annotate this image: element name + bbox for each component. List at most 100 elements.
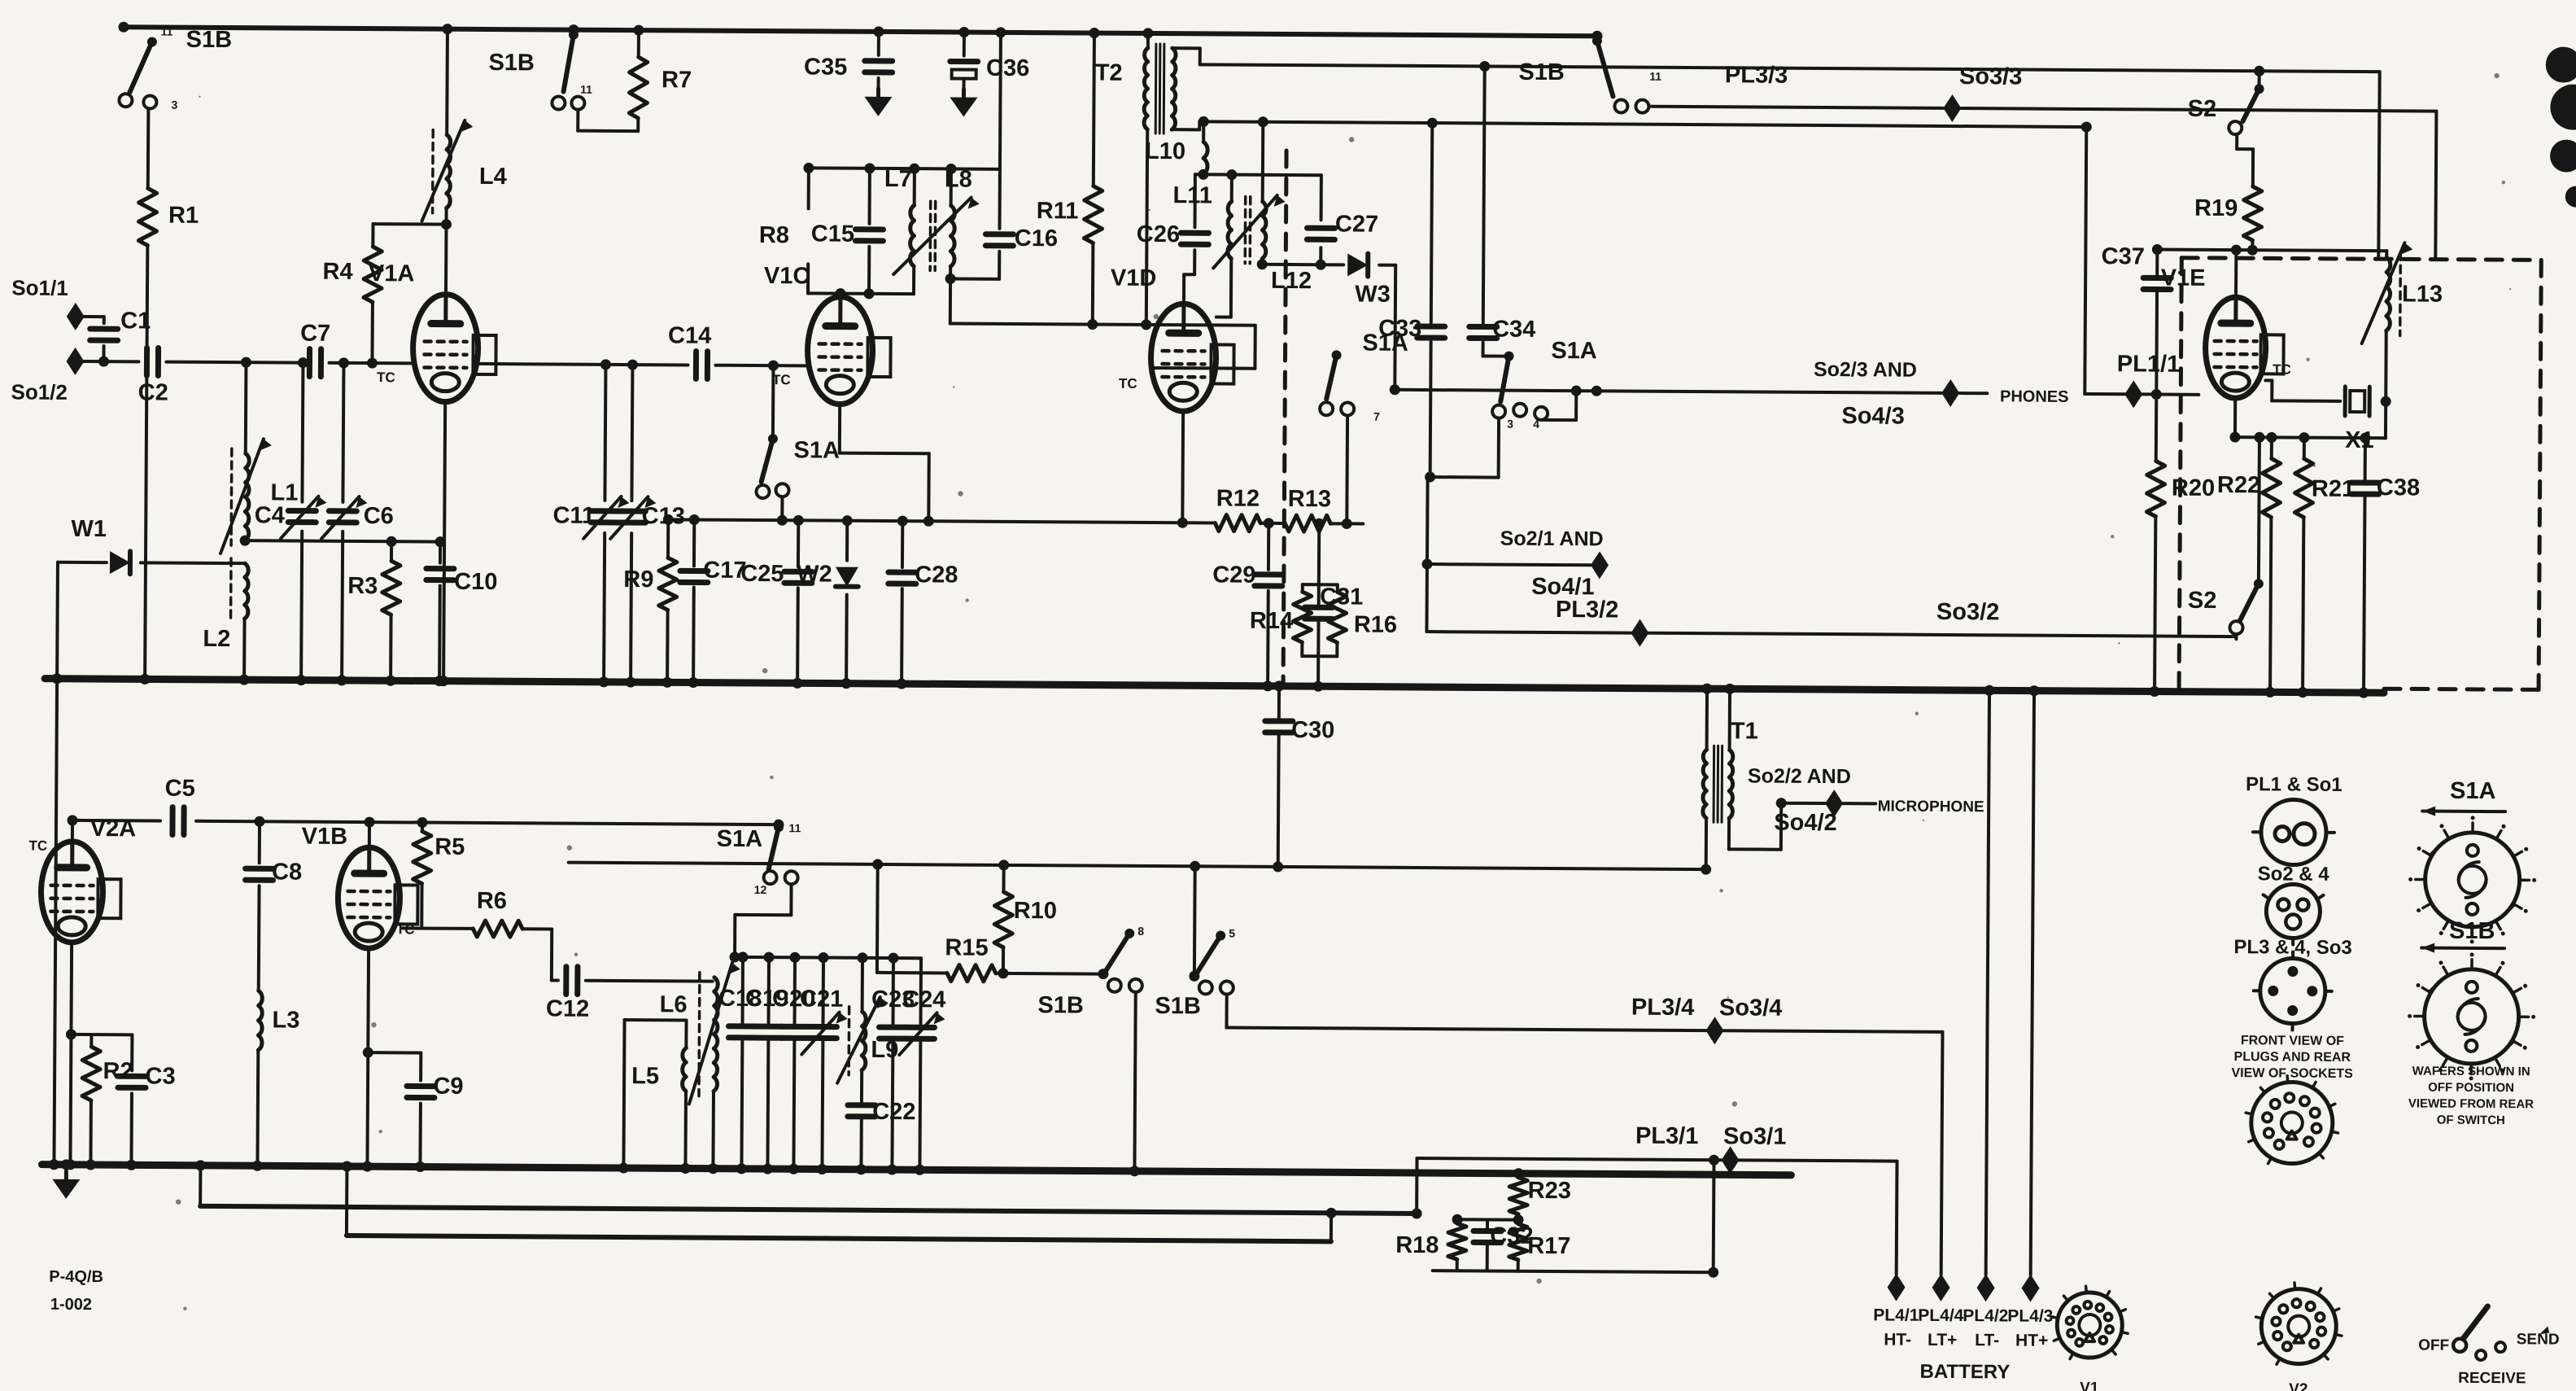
label-v1b: V1B (302, 824, 348, 850)
label-l9: L9 (871, 1037, 898, 1063)
switch-S1B-2 (550, 29, 587, 112)
label-tc: TC (396, 921, 415, 937)
label-11: 11 (161, 25, 173, 38)
label-c35: C35 (804, 54, 847, 80)
label-so2-1-and: So2/1 AND (1500, 527, 1604, 551)
wafer-diagram (2408, 943, 2536, 1081)
capacitor-C29 (1251, 571, 1286, 589)
inductor-L1 (219, 437, 272, 555)
capacitor-C38 (2348, 479, 2382, 497)
wafer-diagram (2408, 806, 2537, 944)
resistor-R18 (1446, 1221, 1469, 1262)
label-v1: V1 (2080, 1380, 2099, 1391)
resistor-R16 (1325, 589, 1349, 645)
label-wafers-shown-in: WAFERS SHOWN IN (2412, 1064, 2530, 1078)
label-s1a: S1A (1551, 338, 1597, 364)
inductor-L3 (255, 988, 264, 1052)
label-c34: C34 (1492, 317, 1535, 343)
capacitor-C30 (1262, 718, 1296, 736)
label-l2: L2 (203, 626, 230, 652)
label-s1b: S1B (186, 27, 233, 53)
resistor-R2 (80, 1044, 103, 1103)
label-c16: C16 (1015, 225, 1058, 252)
label-v1d: V1D (1111, 265, 1157, 291)
capacitor-C37 (2140, 274, 2174, 293)
capacitor-C14 (692, 348, 711, 383)
label-1-002: 1-002 (50, 1296, 92, 1314)
resistor-R5 (411, 829, 434, 886)
label-c17: C17 (703, 558, 746, 584)
gang-arrow (892, 195, 980, 277)
label-pl3-4-so3: PL3 & 4, So3 (2233, 936, 2352, 959)
label-so3-4: So3/4 (1719, 995, 1783, 1021)
label-r10: R10 (1014, 898, 1057, 924)
label-r3: R3 (347, 573, 378, 599)
variable-capacitor-C21 (800, 1010, 848, 1056)
capacitor-C2 (143, 344, 162, 379)
label-c6: C6 (364, 503, 394, 529)
pinout-PL1-So1 (2251, 798, 2336, 868)
label-r21: R21 (2312, 476, 2355, 502)
capacitor-C12 (563, 964, 581, 998)
label-c5: C5 (165, 776, 195, 802)
switch-S1A-1 (1318, 350, 1356, 418)
inductor-L2 (229, 557, 251, 625)
capacitor-C33 (1414, 323, 1448, 341)
connector-pin-PL4-2 (1976, 1274, 1995, 1302)
label-tc: TC (2273, 361, 2291, 377)
label-r8: R8 (759, 222, 789, 248)
valve-V1A (410, 291, 498, 405)
inductor-L12 (1260, 199, 1268, 261)
capacitor-C9 (404, 1083, 438, 1101)
connector-pin-PL4-1 (1887, 1273, 1906, 1301)
resistor-R3 (380, 558, 403, 617)
label-so3-2: So3/2 (1936, 599, 2000, 625)
label-pl4-1: PL4/1 (1873, 1306, 1919, 1324)
capacitor-C36 (947, 58, 981, 81)
label-t1: T1 (1731, 718, 1758, 744)
label-receive: RECEIVE (2458, 1370, 2526, 1388)
switch-S1A-3 (762, 822, 800, 886)
crystal-X1 (2342, 384, 2372, 418)
connector-pin-PL1-1 (2124, 380, 2143, 409)
valve-V1C (805, 294, 893, 408)
label-pl3-1: PL3/1 (1635, 1123, 1699, 1149)
ground-symbol (950, 87, 978, 117)
capacitor-C27 (1303, 225, 1338, 243)
variable-capacitor-C13 (609, 495, 657, 540)
switch-S1B-1 (117, 37, 159, 111)
capacitor-C35 (862, 58, 896, 76)
label-c1: C1 (120, 308, 151, 334)
valve-V1B (334, 844, 420, 951)
capacitor-C8 (242, 865, 277, 883)
resistor-R9 (657, 555, 679, 612)
label-s1b: S1B (1155, 993, 1201, 1019)
label-c11: C11 (552, 502, 595, 528)
ground-symbol (52, 1169, 81, 1199)
capacitor-C23 (875, 1024, 910, 1042)
label-so2-2-and: So2/2 AND (1748, 764, 1851, 788)
inductor-L4 (420, 118, 474, 223)
label-send: SEND (2517, 1331, 2560, 1348)
label-c23: C23 (871, 986, 915, 1013)
label-c29: C29 (1212, 562, 1255, 588)
connector-pin-So2-1 (1590, 551, 1609, 580)
label-l6: L6 (660, 991, 688, 1017)
label-tc: TC (377, 370, 395, 385)
resistor-R11 (1081, 184, 1105, 246)
label-s1b: S1B (2449, 918, 2495, 944)
pinout-PL3-4-So3 (2251, 950, 2334, 1032)
label-5: 5 (1229, 927, 1235, 940)
label-so1-2: So1/2 (11, 379, 68, 404)
label-c10: C10 (454, 569, 497, 595)
label-7: 7 (1373, 410, 1380, 423)
label-c24: C24 (902, 986, 945, 1013)
label-c22: C22 (872, 1099, 915, 1125)
label-so4-1: So4/1 (1531, 574, 1595, 600)
resistor-R7 (627, 55, 650, 120)
label-s1b: S1B (1518, 59, 1565, 85)
connector-pin-PL4-3 (2021, 1274, 2040, 1302)
label-l8: L8 (945, 166, 972, 192)
label-pl4-2: PL4/2 (1963, 1306, 2008, 1325)
